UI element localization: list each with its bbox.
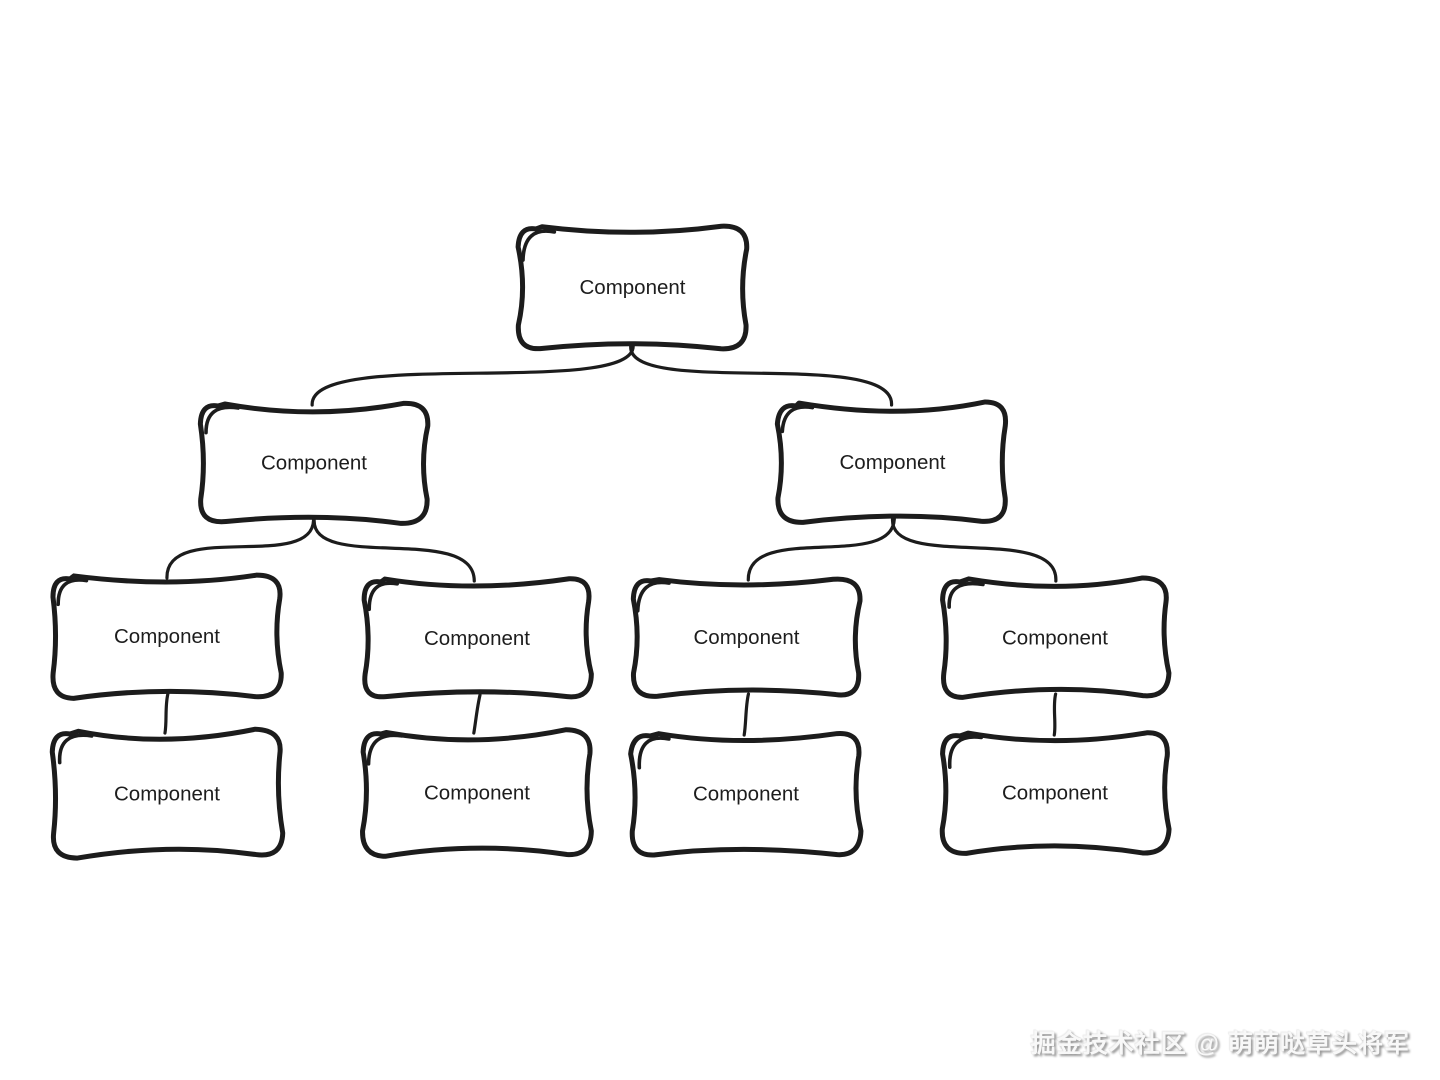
tree-edge <box>890 517 1058 583</box>
tree-edge <box>472 693 482 735</box>
sketch-corner-stroke <box>635 580 671 613</box>
component-node: Component <box>197 400 431 526</box>
sketch-corner-stroke <box>367 581 399 612</box>
component-node-box <box>49 726 286 861</box>
component-node-label: Component <box>1002 627 1108 650</box>
sketch-corner-stroke <box>366 733 404 766</box>
component-node-box <box>360 727 594 859</box>
component-node-box <box>940 575 1172 700</box>
component-node: Component <box>774 399 1009 525</box>
sketch-corner-stroke <box>57 733 94 765</box>
component-node-label: Component <box>261 452 367 475</box>
component-node: Component <box>50 572 284 701</box>
component-node: Component <box>361 576 594 700</box>
component-node-box <box>630 576 863 699</box>
sketch-corner-stroke <box>521 229 557 262</box>
component-node-box <box>361 576 594 700</box>
component-node-label: Component <box>840 451 946 474</box>
component-node-box <box>50 572 284 701</box>
tree-edge <box>312 518 476 583</box>
component-node-box <box>628 731 864 858</box>
component-node-label: Component <box>114 625 220 648</box>
component-node-box <box>197 400 431 526</box>
component-node: Component <box>940 575 1172 700</box>
sketch-corner-stroke <box>204 405 240 435</box>
sketch-corner-stroke <box>637 736 671 770</box>
component-node: Component <box>939 730 1172 856</box>
component-node: Component <box>630 576 863 699</box>
component-node: Component <box>628 731 864 858</box>
component-node-label: Component <box>1002 782 1108 805</box>
tree-edge <box>742 692 751 737</box>
component-node-label: Component <box>424 782 530 805</box>
sketch-corner-stroke <box>56 578 89 607</box>
sketch-corner-stroke <box>947 735 984 770</box>
tree-edge <box>163 692 170 735</box>
component-node-box <box>774 399 1009 525</box>
component-node: Component <box>515 223 750 352</box>
sketch-corner-stroke <box>947 581 985 609</box>
component-node-box <box>939 730 1172 856</box>
tree-edge <box>629 344 894 407</box>
tree-edge <box>746 517 896 582</box>
component-node: Component <box>360 727 594 859</box>
watermark: 掘金技术社区 @ 萌萌哒草头将军 <box>1030 1030 1410 1058</box>
sketch-corner-stroke <box>780 405 815 434</box>
component-node-label: Component <box>424 627 530 650</box>
tree-edge <box>1052 692 1058 737</box>
component-node: Component <box>49 726 286 861</box>
component-node-label: Component <box>694 626 800 649</box>
component-node-box <box>515 223 750 352</box>
component-node-label: Component <box>580 276 686 299</box>
tree-edge <box>310 344 635 407</box>
component-node-label: Component <box>693 783 799 806</box>
edges-layer <box>163 344 1058 737</box>
component-node-label: Component <box>114 783 220 806</box>
tree-edge <box>165 518 316 580</box>
